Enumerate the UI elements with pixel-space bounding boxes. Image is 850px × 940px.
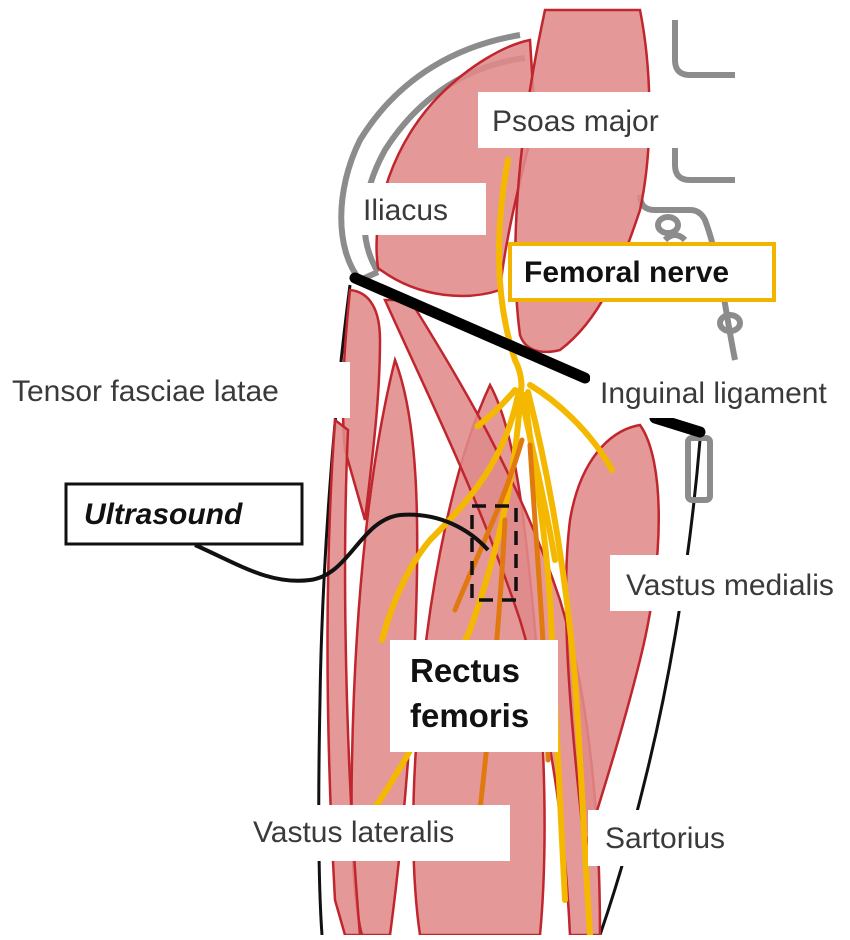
label-tensor-fasciae-latae: Tensor fasciae latae [12, 375, 279, 408]
label-iliacus: Iliacus [363, 194, 448, 227]
label-vastus-medialis: Vastus medialis [626, 569, 834, 602]
label-vastus-lateralis: Vastus lateralis [253, 816, 454, 849]
label-psoas-major: Psoas major [492, 105, 659, 138]
muscles [328, 10, 659, 935]
label-femoral-nerve: Femoral nerve [524, 256, 729, 289]
label-inguinal-ligament: Inguinal ligament [600, 377, 827, 410]
label-rectus-femoris-line2: femoris [410, 697, 529, 734]
label-sartorius: Sartorius [605, 822, 725, 855]
label-ultrasound: Ultrasound [84, 498, 243, 531]
label-rectus-femoris-line1: Rectus [410, 652, 520, 689]
